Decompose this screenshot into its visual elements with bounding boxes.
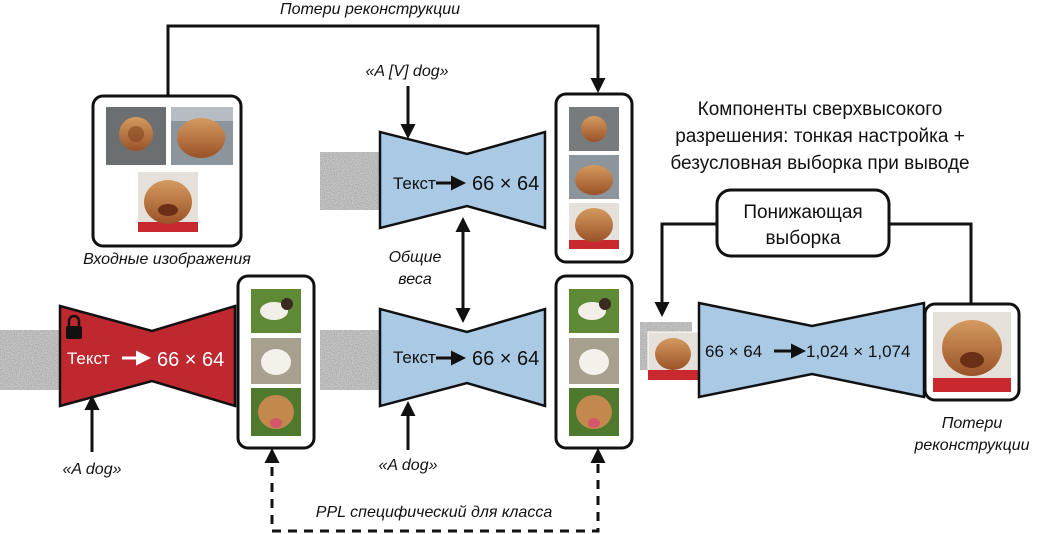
input-image-3 (138, 172, 198, 232)
model-top-res: 66 × 64 (472, 173, 539, 195)
input-images-label: Входные изображения (83, 251, 251, 268)
model-bottom-text: Текст (393, 348, 436, 367)
shared-weights-label-1: Общие (389, 249, 442, 266)
sr-res-in: 66 × 64 (705, 342, 762, 361)
output-top-image-2 (569, 155, 619, 199)
lock-icon (66, 314, 82, 339)
recon-loss-right-label-2: реконструкции (913, 437, 1029, 454)
downsample-label-2: выборка (765, 228, 840, 249)
recon-loss-top-arrow (166, 24, 606, 96)
sr-res-out: 1,024 × 1,074 (806, 342, 910, 361)
sr-title-line-1: Компоненты сверхвысокого (698, 99, 943, 120)
model-super-res (697, 301, 926, 399)
model-frozen-text: Текст (67, 349, 110, 368)
noise-input-bottom (320, 330, 380, 390)
bottom-output-image-3 (569, 388, 619, 436)
ppl-loss-arrow (264, 448, 606, 533)
model-top-text: Текст (393, 174, 436, 193)
downsample-label-1: Понижающая (743, 202, 862, 223)
frozen-output-image-1 (251, 289, 301, 333)
downsample-arrow-out (654, 222, 717, 317)
prompt-v-dog-label: «A [V] dog» (365, 63, 448, 80)
input-image-1 (106, 107, 166, 165)
shared-weights-label-2: веса (398, 271, 432, 288)
sr-title-line-2: разрешения: тонкая настройка + (675, 126, 965, 147)
frozen-output-image-3 (251, 388, 301, 436)
recon-loss-right-label-1: Потери (942, 415, 1003, 432)
noise-input-top (320, 152, 380, 210)
recon-loss-top-label: Потери реконструкции (280, 1, 460, 18)
bottom-output-image-1 (569, 289, 619, 333)
model-bottom-res: 66 × 64 (472, 348, 539, 370)
sr-title-line-3: безусловная выборка при выводе (670, 153, 969, 174)
sr-lowres-input (647, 331, 699, 381)
downsample-arrow-in (889, 222, 973, 304)
model-frozen-res: 66 × 64 (157, 349, 224, 371)
bottom-output-image-2 (569, 338, 619, 384)
ppl-loss-label: PPL специфический для класса (316, 504, 553, 521)
frozen-output-image-2 (251, 338, 301, 384)
prompt-a-dog-mid-label: «A dog» (378, 457, 437, 474)
prompt-a-dog-left-label: «A dog» (62, 461, 121, 478)
sr-output-image (933, 312, 1011, 392)
output-top-image-3 (569, 203, 619, 249)
noise-input-frozen (0, 330, 60, 390)
output-top-image-1 (569, 107, 619, 151)
input-image-2 (171, 107, 233, 165)
